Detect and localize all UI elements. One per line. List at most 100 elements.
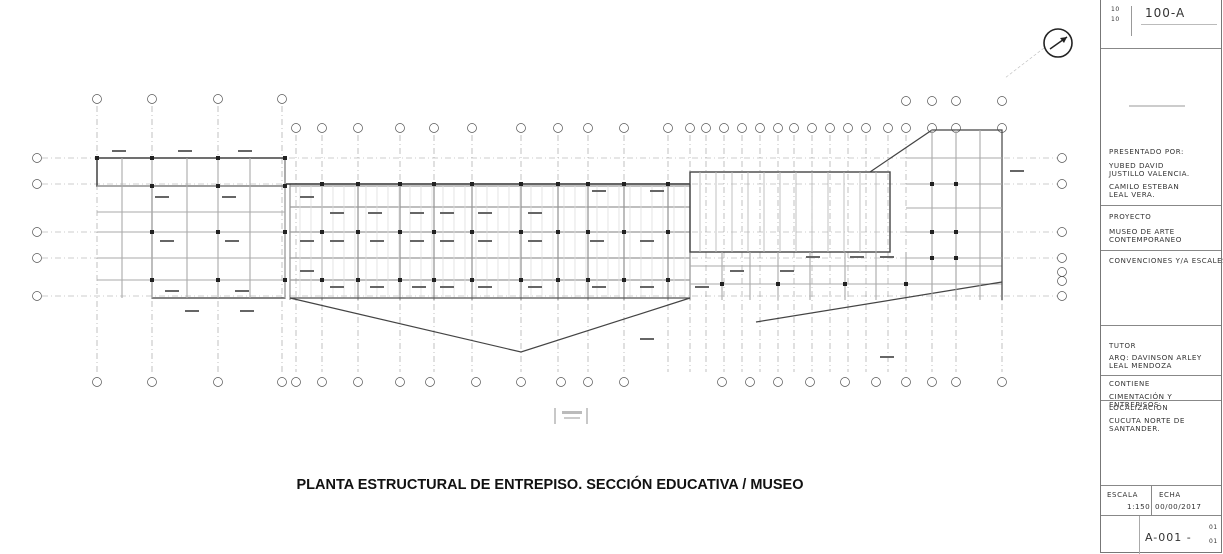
- axis-bubble: [277, 377, 287, 387]
- presentado-name-1: YUBED DAVID: [1109, 161, 1164, 170]
- axis-bubble: [425, 377, 435, 387]
- column: [622, 182, 626, 186]
- column: [586, 230, 590, 234]
- localizacion-text-2: SANTANDER.: [1109, 424, 1161, 433]
- column: [666, 230, 670, 234]
- axis-bubble: [927, 377, 937, 387]
- beam-tag: [300, 270, 314, 272]
- axis-bubble: [516, 123, 526, 133]
- beam-tag: [165, 290, 179, 292]
- axis-bubble: [1057, 267, 1067, 277]
- axis-bubble: [901, 96, 911, 106]
- axis-bubble: [395, 123, 405, 133]
- column: [432, 182, 436, 186]
- beam-tag: [528, 212, 542, 214]
- beam-tag: [410, 212, 424, 214]
- axis-bubble: [1057, 291, 1067, 301]
- column: [776, 282, 780, 286]
- slab-edge: [289, 297, 691, 353]
- axis-bubble: [556, 377, 566, 387]
- structural-plan-drawing: [32, 28, 1073, 424]
- beam-tag: [112, 150, 126, 152]
- axis-bubble: [805, 377, 815, 387]
- axis-bubble: [32, 179, 42, 189]
- axis-bubble: [619, 377, 629, 387]
- axis-bubble: [516, 377, 526, 387]
- column: [930, 182, 934, 186]
- column: [320, 230, 324, 234]
- slab-edge: [755, 281, 1003, 323]
- axis-bubble: [773, 123, 783, 133]
- beam-tag: [590, 240, 604, 242]
- column: [519, 278, 523, 282]
- tutor-label: TUTOR: [1109, 342, 1137, 350]
- contiene-text-2: ENTREPISOS: [1109, 400, 1160, 409]
- beam-tag: [695, 286, 709, 288]
- plano-divider: [1139, 516, 1140, 554]
- axis-bubble: [32, 227, 42, 237]
- column: [216, 278, 220, 282]
- beam-tag: [850, 256, 864, 258]
- beam-tag: [330, 212, 344, 214]
- column: [666, 278, 670, 282]
- column: [432, 230, 436, 234]
- plan-title: PLANTA ESTRUCTURAL DE ENTREPISO. SECCIÓN…: [296, 477, 804, 493]
- column: [150, 156, 154, 160]
- axis-bubble: [883, 123, 893, 133]
- tb-convenciones: CONVENCIONES Y/A ESCALES: [1101, 250, 1223, 325]
- column: [150, 278, 154, 282]
- beam-tag: [178, 150, 192, 152]
- column: [622, 230, 626, 234]
- proyecto-name-1: MUSEO DE ARTE: [1109, 227, 1175, 236]
- axis-bubble: [467, 123, 477, 133]
- column: [398, 230, 402, 234]
- column: [556, 278, 560, 282]
- tb-logo-area: [1101, 48, 1221, 148]
- tb-contiene: CONTIENE: [1101, 375, 1221, 400]
- axis-bubble: [717, 377, 727, 387]
- plano-num-top: 01: [1209, 524, 1218, 531]
- axis-bubble: [773, 377, 783, 387]
- tb-header: 10 10 100-A: [1101, 0, 1221, 48]
- presentado-name-2: JUSTILLO VALENCIA.: [1109, 169, 1190, 178]
- escala-value: 1:150: [1127, 502, 1151, 511]
- left-wing-slab: [96, 157, 286, 187]
- axis-bubble: [843, 123, 853, 133]
- column: [432, 278, 436, 282]
- sheet-code-top: 100-A: [1145, 6, 1186, 20]
- plano-num-bottom: 01: [1209, 538, 1218, 545]
- column: [954, 230, 958, 234]
- beam-tag: [238, 150, 252, 152]
- north-arrow-icon: [1043, 28, 1073, 58]
- column: [470, 182, 474, 186]
- tutor-name-1: ARQ: DAVINSON ARLEY: [1109, 353, 1202, 362]
- column: [356, 278, 360, 282]
- axis-bubble: [1057, 179, 1067, 189]
- axis-bubble: [92, 377, 102, 387]
- axis-bubble: [871, 377, 881, 387]
- tb-proyecto: PROYECTO MUSEO DE ARTE CONTEMPORANEO: [1101, 205, 1221, 250]
- axis-bubble: [213, 377, 223, 387]
- beam-tag: [780, 270, 794, 272]
- beam-tag: [330, 240, 344, 242]
- axis-bubble: [583, 377, 593, 387]
- beam-tag: [640, 286, 654, 288]
- axis-bubble: [471, 377, 481, 387]
- beam-tag: [160, 240, 174, 242]
- grid-axes: [42, 106, 1060, 372]
- axis-bubble: [927, 96, 937, 106]
- escala-label: ESCALA: [1107, 491, 1138, 499]
- axis-bubble: [663, 123, 673, 133]
- column: [930, 230, 934, 234]
- tb-header-tag2: 10: [1111, 16, 1120, 23]
- column: [586, 278, 590, 282]
- column: [216, 184, 220, 188]
- column: [320, 278, 324, 282]
- axis-bubble: [32, 253, 42, 263]
- beam-tag: [300, 196, 314, 198]
- tb-contiene-text: CIMENTACIÓN Y ENTREPISOS: [1101, 392, 1221, 430]
- axis-bubble: [745, 377, 755, 387]
- tb-escala: ESCALA 1:150 ECHA 00/00/2017: [1101, 485, 1221, 516]
- column: [150, 184, 154, 188]
- beam-tag: [528, 240, 542, 242]
